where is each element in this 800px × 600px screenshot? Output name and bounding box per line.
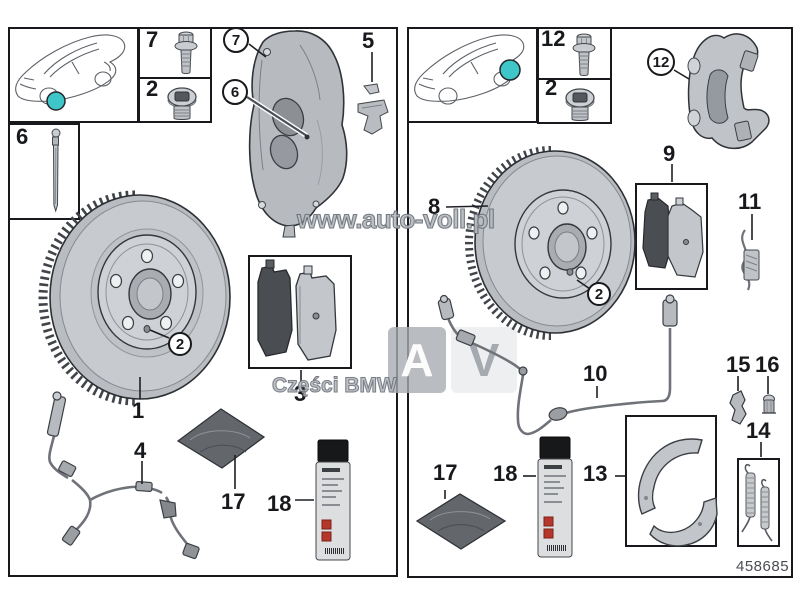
callout-screw-2-left[interactable]: 2 — [168, 332, 192, 356]
parking-brake-shoes — [637, 438, 718, 547]
watermark-url: www.auto-voll.pl — [296, 203, 495, 234]
label-spray-18-right[interactable]: 18 — [493, 461, 518, 486]
bolt-icon-right — [572, 33, 596, 76]
shoe-repair-kit — [741, 463, 773, 542]
drawing-number: 458685 — [736, 558, 790, 575]
callout-carrier-12[interactable]: 12 — [647, 48, 675, 76]
label-disc-1[interactable]: 1 — [132, 398, 145, 423]
right-axle-position-marker — [499, 59, 521, 81]
watermark-logo-a: A — [388, 327, 446, 393]
spray-can-right — [537, 436, 573, 558]
bolt-icon-left — [174, 31, 198, 74]
label-pads-3[interactable]: 3 — [294, 381, 307, 406]
label-expander-15[interactable]: 15 — [726, 352, 751, 377]
label-box-bolt-7[interactable]: 7 — [146, 27, 159, 52]
label-sensor-10[interactable]: 10 — [583, 361, 608, 386]
front-brake-pads — [257, 259, 337, 361]
brake-caliper — [245, 30, 348, 238]
right-pads-box — [635, 183, 708, 290]
front-wear-sensor — [46, 391, 200, 560]
grease-packet-left — [176, 408, 266, 469]
label-kit-14[interactable]: 14 — [746, 418, 771, 443]
label-disc-8[interactable]: 8 — [428, 194, 441, 219]
guide-pin-icon — [51, 128, 61, 213]
label-box-pin-6[interactable]: 6 — [16, 124, 29, 149]
watermark-brand: Części BMW — [272, 374, 398, 398]
label-box-bolt-12[interactable]: 12 — [541, 26, 566, 51]
grease-packet-right — [415, 493, 507, 550]
label-paste-17-left[interactable]: 17 — [221, 489, 246, 514]
label-clip-5[interactable]: 5 — [362, 28, 375, 53]
retaining-clip — [357, 83, 389, 135]
knurled-pin — [762, 394, 776, 414]
label-sensor-4[interactable]: 4 — [134, 438, 147, 463]
label-paste-17-right[interactable]: 17 — [433, 460, 458, 485]
plug-screw-icon-left — [167, 87, 197, 120]
expanding-lock — [729, 390, 747, 425]
rear-brake-disc — [465, 146, 636, 340]
label-pin-16[interactable]: 16 — [755, 352, 780, 377]
front-brake-disc — [38, 190, 231, 406]
spray-can-left — [315, 439, 351, 561]
callout-screw-2-right[interactable]: 2 — [587, 282, 611, 306]
pad-spring — [741, 229, 760, 291]
plug-screw-icon-right — [565, 88, 595, 121]
left-pads-box — [248, 255, 352, 369]
left-guide-pin-box — [8, 123, 80, 220]
label-shoes-13[interactable]: 13 — [583, 461, 608, 486]
label-spray-18-left[interactable]: 18 — [267, 491, 292, 516]
label-box-plug-2r[interactable]: 2 — [545, 75, 558, 100]
caliper-carrier — [687, 33, 770, 150]
callout-pin-6[interactable]: 6 — [222, 79, 248, 105]
label-pads-9[interactable]: 9 — [663, 141, 676, 166]
rear-wear-sensor — [437, 294, 678, 436]
label-spring-11[interactable]: 11 — [738, 189, 762, 214]
left-bolt-plug-box — [138, 27, 212, 123]
left-axle-position-marker — [46, 91, 66, 111]
rear-brake-pads — [642, 192, 704, 278]
repair-kit-box — [737, 458, 780, 547]
label-box-plug-2[interactable]: 2 — [146, 76, 159, 101]
leader-lines — [139, 43, 769, 501]
callout-caliper-7[interactable]: 7 — [223, 27, 249, 53]
right-bolt-plug-box — [537, 27, 612, 124]
left-car-outline — [15, 34, 126, 105]
